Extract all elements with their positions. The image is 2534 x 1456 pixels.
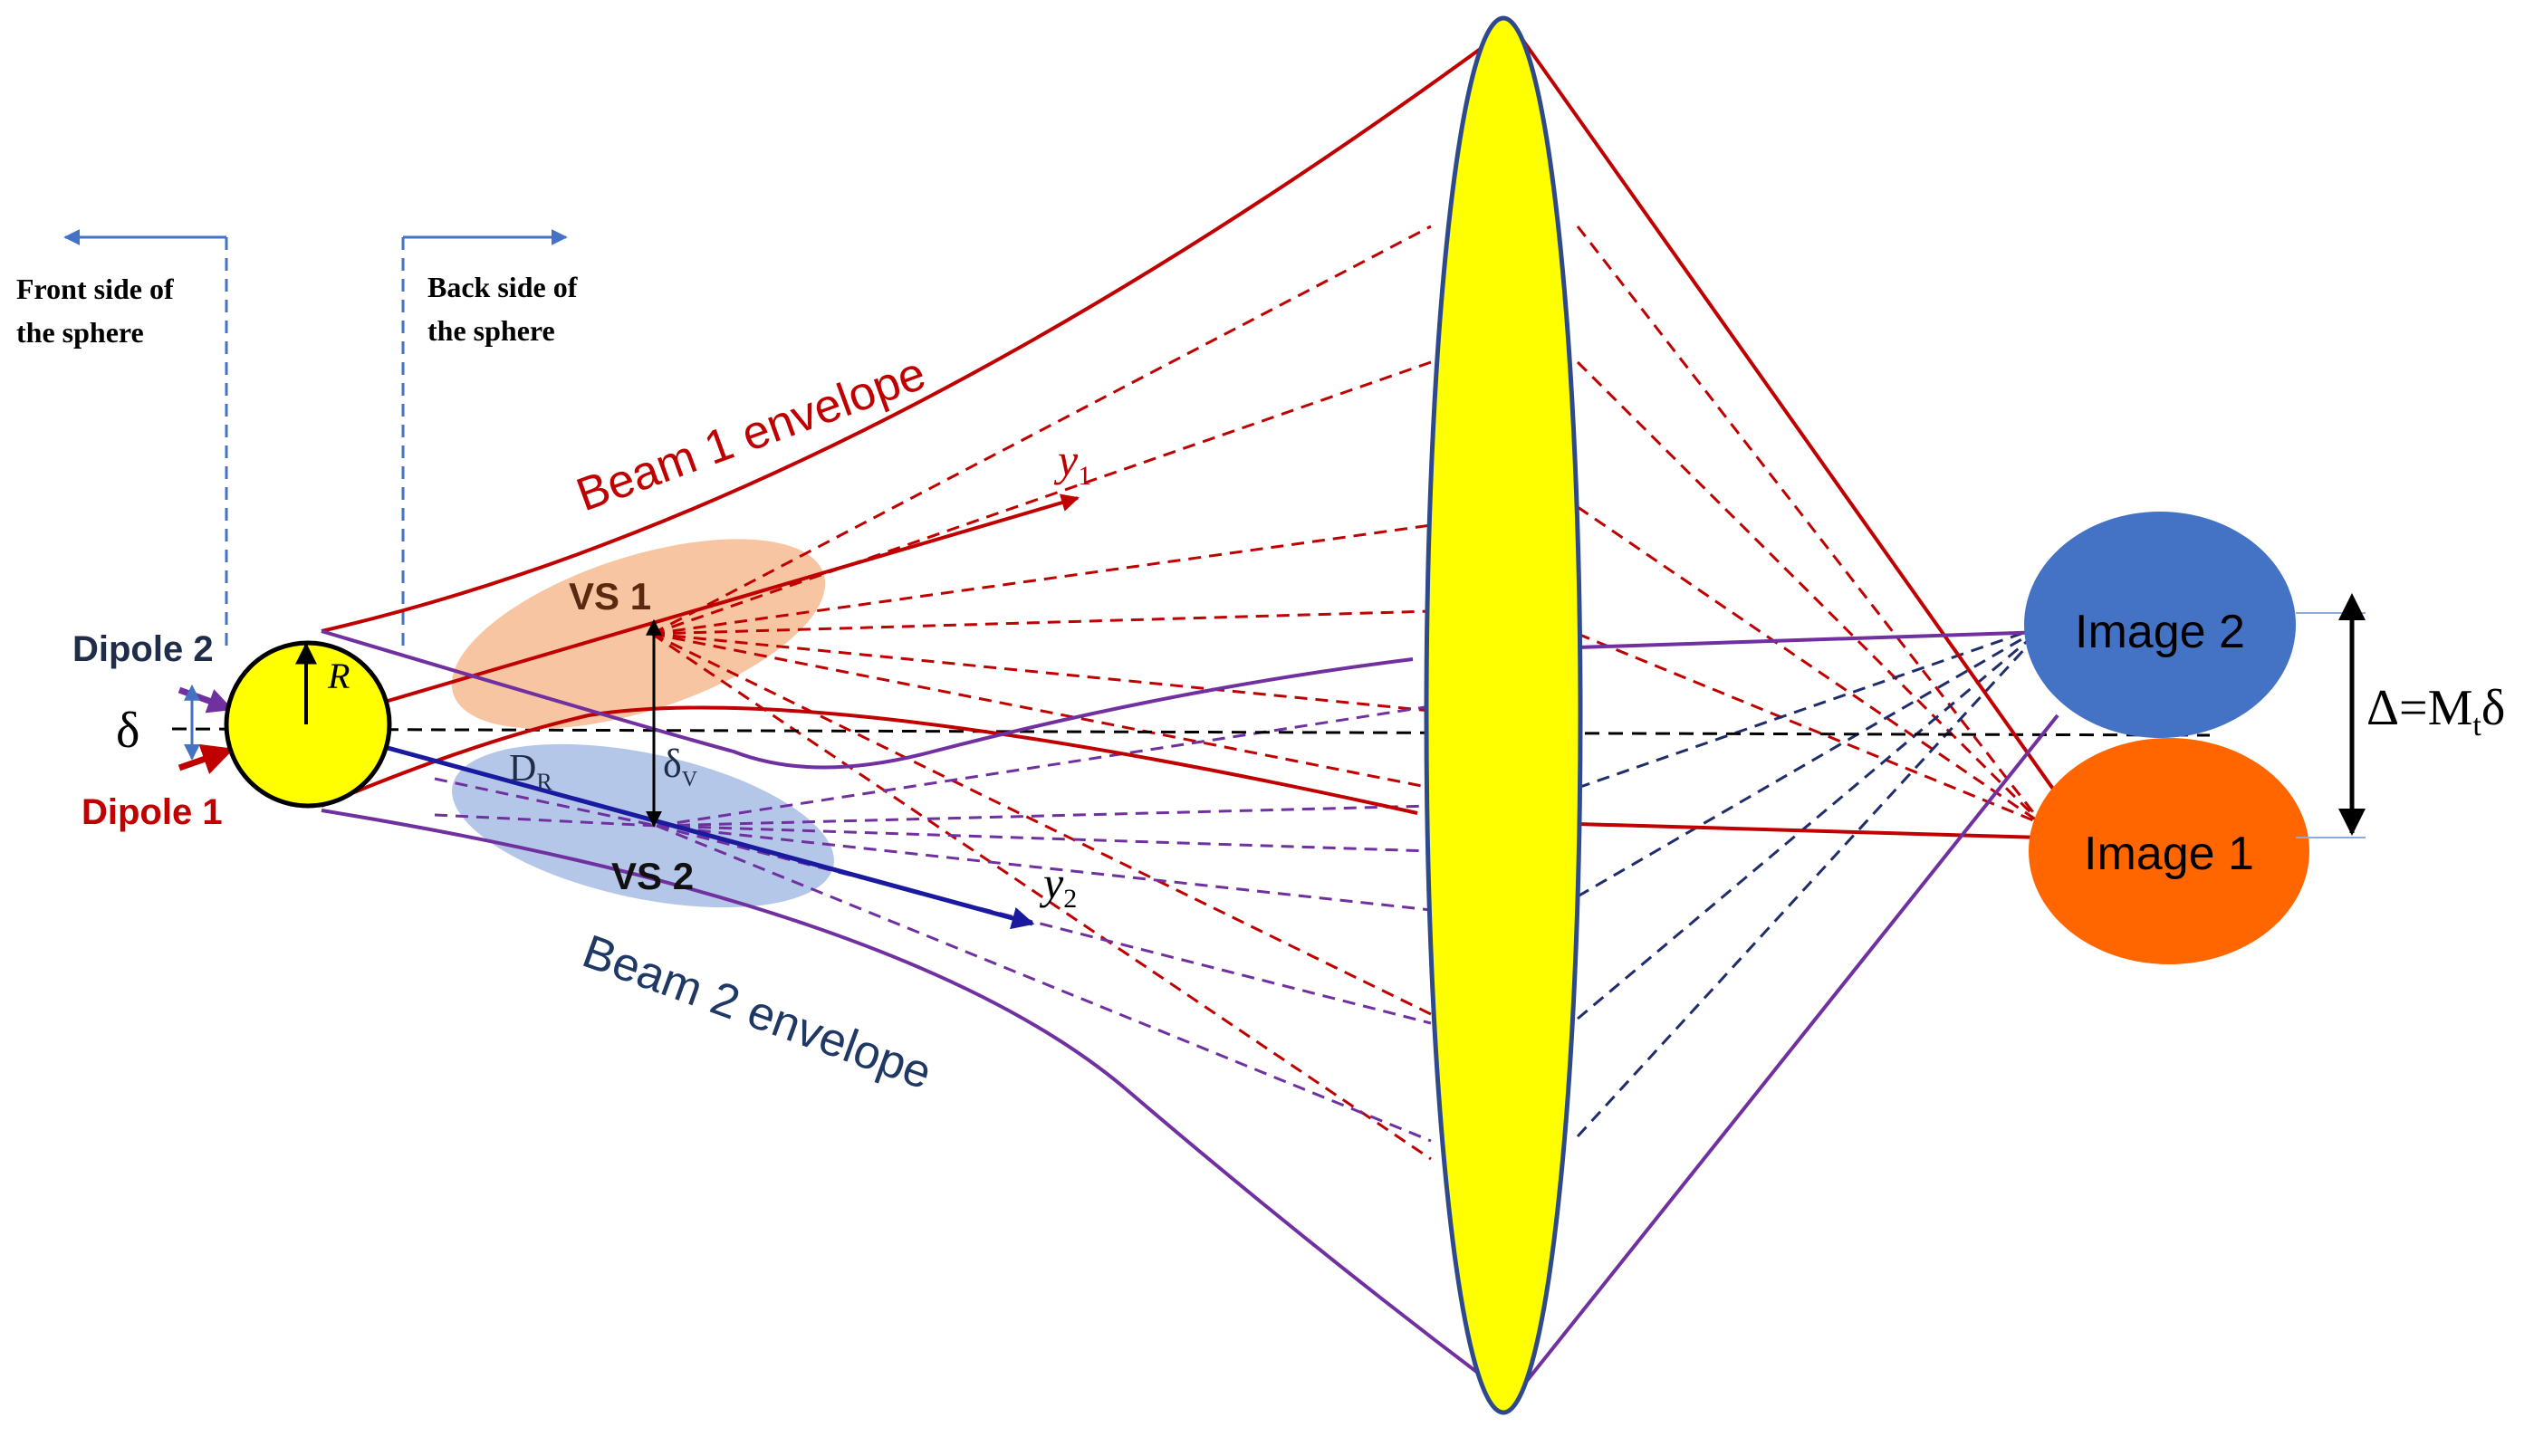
back-side-guide [401, 229, 568, 652]
vs1-label: VS 1 [569, 575, 651, 618]
front-side-label: Front side of the sphere [16, 273, 181, 349]
dv-label: δV [663, 742, 698, 791]
magnification-label: Δ=Mtδ [2366, 680, 2505, 742]
y2-label-base: y [1039, 857, 1064, 908]
image2-label: Image 2 [2075, 606, 2245, 658]
dr-label: DR [509, 748, 552, 795]
beam1-image-rays [1576, 225, 2044, 826]
magnification-bracket [2296, 593, 2366, 838]
delta-label: δ [116, 703, 139, 759]
magnification-suffix: δ [2481, 680, 2505, 736]
front-side-guide [63, 229, 228, 652]
y2-label: y2 [1039, 857, 1077, 914]
back-side-label: Back side of the sphere [427, 271, 584, 347]
radius-label: R [327, 656, 350, 696]
y1-label-base: y [1053, 435, 1079, 485]
image1-label: Image 1 [2084, 828, 2254, 880]
back-side-label-line2: the sphere [427, 314, 555, 347]
dipole1-arrow [178, 743, 235, 774]
dipole2-arrow [178, 686, 234, 714]
optical-axis [171, 727, 2211, 737]
y1-label: y1 [1053, 435, 1091, 491]
beam2-image-rays [1576, 623, 2049, 1138]
vs2-label: VS 2 [611, 855, 694, 897]
beam1-envelope [307, 24, 2089, 839]
y1-label-sub: 1 [1078, 461, 1091, 491]
back-side-label-line1: Back side of [427, 271, 578, 303]
beam1-source-rays [651, 225, 1432, 1161]
dr-label-sub: R [536, 769, 552, 795]
dv-label-base: δ [663, 742, 682, 786]
magnification-sub: t [2472, 709, 2481, 742]
vs1-ellipse [451, 539, 826, 729]
magnification-prefix: Δ=M [2366, 680, 2472, 736]
front-side-label-line1: Front side of [16, 273, 174, 305]
image1-spot [2029, 738, 2309, 964]
beam1-envelope-label: Beam 1 envelope [570, 347, 932, 522]
dv-label-sub: V [682, 768, 698, 791]
dipole1-label: Dipole 1 [82, 792, 223, 832]
front-side-label-line2: the sphere [16, 316, 144, 349]
y2-label-sub: 2 [1063, 884, 1077, 914]
dr-label-base: D [509, 748, 536, 790]
beam2-envelope [321, 629, 2059, 1401]
image2-spot [2024, 512, 2296, 738]
dipole2-label: Dipole 2 [72, 629, 214, 669]
lens [1424, 15, 1583, 1415]
y2-axis [307, 723, 1035, 930]
